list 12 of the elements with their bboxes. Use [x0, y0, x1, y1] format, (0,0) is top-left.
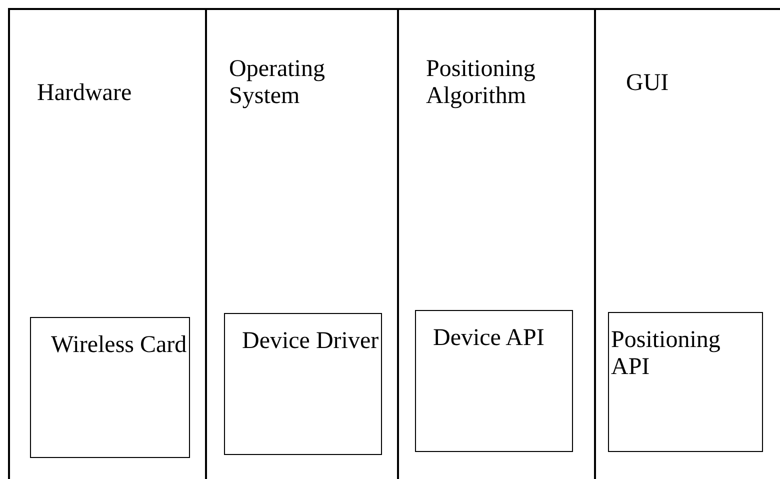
- layer-column: [397, 8, 596, 479]
- column-heading: Positioning Algorithm: [426, 56, 536, 110]
- column-heading: GUI: [626, 70, 670, 97]
- component-box: Device Driver: [224, 313, 382, 455]
- layer-column: [205, 8, 399, 479]
- column-heading: Operating System: [229, 56, 326, 110]
- column-heading: Hardware: [37, 80, 133, 107]
- component-box: Positioning API: [608, 312, 763, 452]
- component-box: Device API: [415, 310, 573, 452]
- component-box: Wireless Card: [30, 317, 190, 458]
- layer-column: [594, 8, 780, 479]
- layer-column: [8, 8, 207, 479]
